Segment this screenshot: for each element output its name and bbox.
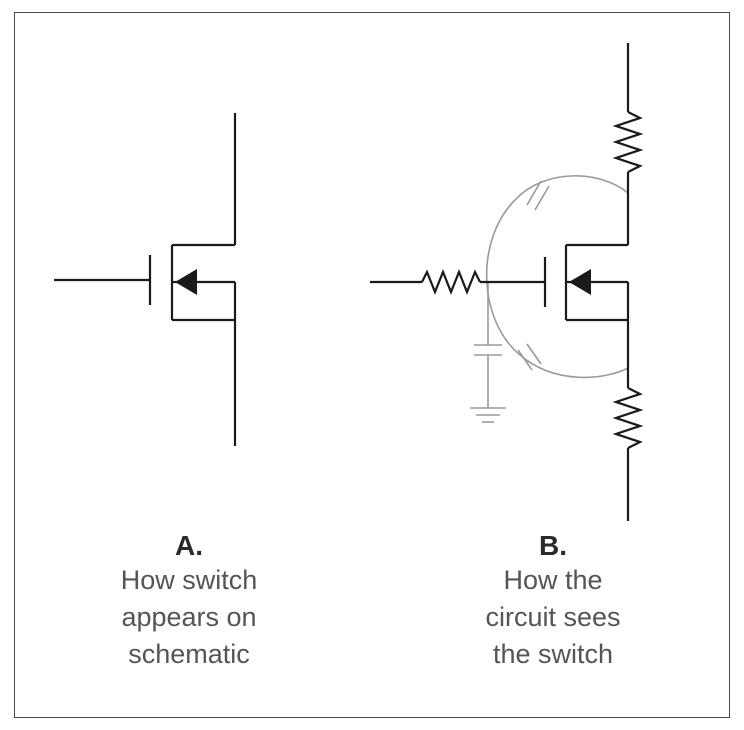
panel-b-caption: B. How the circuit sees the switch xyxy=(448,530,658,673)
cgs-capacitor-plate-1 xyxy=(517,349,533,371)
parasitic-loop-arc xyxy=(485,175,629,379)
body-arrow xyxy=(175,269,197,295)
drain-resistor xyxy=(612,111,644,173)
panel-a-mosfet-symbol xyxy=(54,113,237,446)
panel-b-letter: B. xyxy=(539,530,567,561)
panel-a-caption-line-3: schematic xyxy=(128,639,250,669)
panel-b-circuit xyxy=(370,43,644,521)
panel-a-letter: A. xyxy=(175,530,203,561)
panel-b-caption-line-2: circuit sees xyxy=(485,602,621,632)
source-resistor xyxy=(612,387,644,449)
panel-a-caption-line-2: appears on xyxy=(121,602,257,632)
cgd-capacitor-plate-1 xyxy=(526,180,542,206)
panel-a-caption: A. How switch appears on schematic xyxy=(84,530,294,673)
cgs-capacitor-plate-2 xyxy=(526,343,542,365)
panel-b-parasitics xyxy=(470,175,629,423)
panel-b-caption-line-1: How the xyxy=(503,565,603,595)
cgd-capacitor-plate-2 xyxy=(534,185,550,211)
panel-a-caption-line-1: How switch xyxy=(120,565,258,595)
gate-resistor xyxy=(421,269,481,295)
panel-b-caption-line-3: the switch xyxy=(492,639,614,669)
body-arrow xyxy=(569,269,591,295)
figure-frame xyxy=(14,12,730,718)
